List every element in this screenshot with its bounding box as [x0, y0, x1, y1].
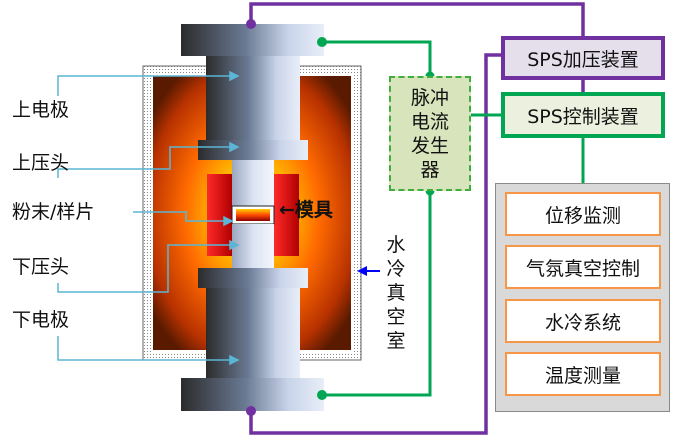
pulse-gen-line: 脉冲 — [410, 86, 449, 109]
purple-wiring — [249, 2, 585, 435]
chamber-char: 真 — [386, 282, 406, 304]
upper-spacer — [198, 140, 308, 160]
pulse-gen-line: 器 — [420, 158, 440, 181]
label-lower-electrode: 下电极 — [12, 309, 70, 331]
subsystem-atmosphere-vacuum: 气氛真空控制 — [505, 245, 661, 289]
sps-pressing-unit: SPS加压装置 — [501, 36, 665, 80]
die-right-wall — [274, 174, 299, 256]
chamber-char: 冷 — [386, 258, 406, 280]
lower-punch — [232, 224, 274, 268]
label-lower-punch: 下压头 — [12, 256, 70, 278]
chamber-char: 室 — [386, 330, 406, 352]
chamber-arrow — [357, 266, 380, 276]
upper-electrode-plate — [181, 24, 324, 56]
powder-sample-core — [236, 209, 270, 221]
upper-electrode-rod — [206, 56, 300, 140]
sps-control-unit: SPS控制装置 — [501, 92, 665, 138]
subsystem-water-cooling: 水冷系统 — [505, 299, 661, 343]
label-powder-sample: 粉末/样片 — [12, 201, 95, 223]
label-mold: ←模具 — [279, 199, 333, 221]
lower-electrode-plate — [181, 378, 324, 411]
lower-electrode-rod — [206, 288, 300, 378]
green-wiring — [322, 40, 585, 397]
chamber-char: 空 — [386, 306, 406, 328]
label-upper-punch: 上压头 — [12, 152, 70, 174]
subsystem-temperature: 温度测量 — [505, 352, 661, 396]
chamber-char: 水 — [386, 234, 406, 256]
pulse-gen-line: 电流 — [410, 110, 449, 133]
label-upper-electrode: 上电极 — [12, 99, 70, 121]
purple-nodes — [246, 19, 256, 416]
pulse-gen-line: 发生 — [410, 134, 449, 157]
leader-lines — [57, 70, 240, 366]
die-left-wall — [207, 174, 232, 256]
lower-spacer — [198, 268, 308, 288]
pulse-current-generator: 脉冲 电流 发生 器 — [389, 76, 471, 191]
label-water-cooled-chamber: 水 冷 真 空 室 — [384, 233, 408, 353]
subsystem-displacement-monitor: 位移监测 — [505, 192, 661, 236]
upper-punch — [232, 160, 274, 206]
